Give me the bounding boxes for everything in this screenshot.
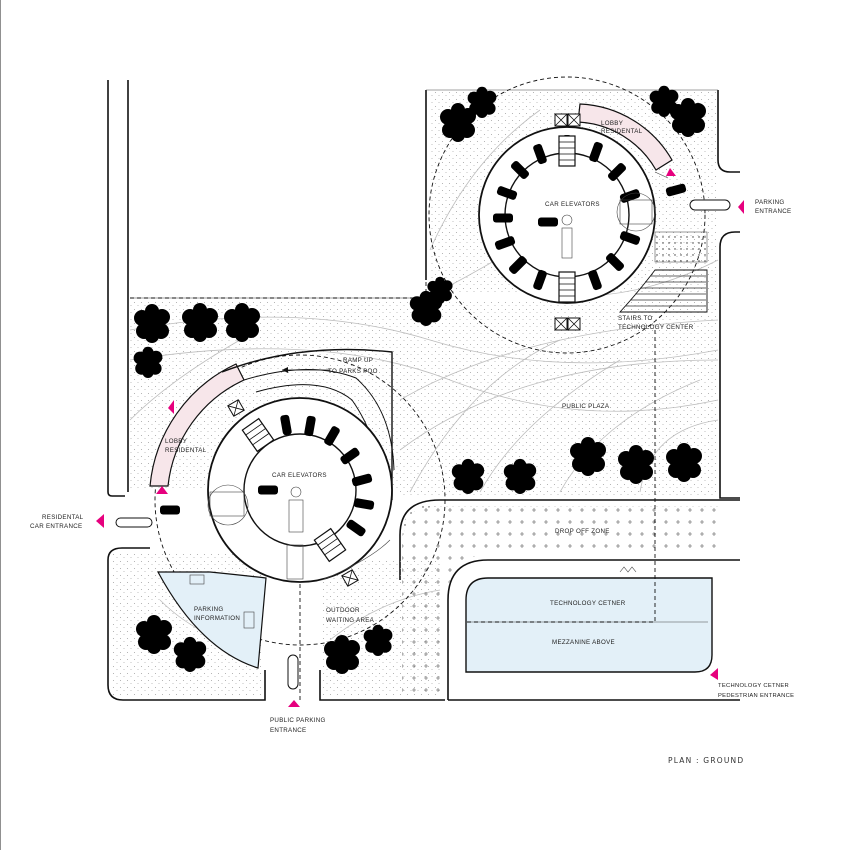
svg-text:CAR ENTRANCE: CAR ENTRANCE <box>30 523 82 530</box>
lobby-label: LOBBY <box>165 438 187 445</box>
ne-parking-tower <box>428 76 731 354</box>
public-plaza-label: PUBLIC PLAZA <box>562 403 610 410</box>
car-elevators-label: CAR ELEVATORS <box>545 201 600 208</box>
outdoor-waiting-label: OUTDOOR <box>326 607 360 614</box>
svg-text:ENTRANCE: ENTRANCE <box>270 727 306 734</box>
plan-labels: LOBBY RESIDENTAL CAR ELEVATORS PARKING E… <box>30 120 794 765</box>
technology-center <box>465 566 713 673</box>
drop-off-zone <box>400 503 718 696</box>
svg-text:TECHNOLOGY CENTER: TECHNOLOGY CENTER <box>618 324 694 331</box>
svg-text:RESIDENTAL: RESIDENTAL <box>601 128 643 135</box>
entrance-markers <box>96 168 744 707</box>
svg-text:INFORMATION: INFORMATION <box>194 615 240 622</box>
svg-text:ENTRANCE: ENTRANCE <box>755 208 791 215</box>
parking-information-label: PARKING <box>194 606 224 613</box>
drop-off-zone-label: DROP OFF ZONE <box>555 528 610 535</box>
elevator-x-icon <box>554 317 568 331</box>
svg-text:WAITING AREA: WAITING AREA <box>326 617 375 624</box>
stairs <box>618 231 708 313</box>
mezzanine-label: MEZZANINE ABOVE <box>552 639 615 646</box>
svg-text:RESIDENTAL: RESIDENTAL <box>165 447 207 454</box>
lobby-label: LOBBY <box>601 120 623 127</box>
sw-parking-tower <box>115 348 446 690</box>
car-elevators-label: CAR ELEVATORS <box>272 472 327 479</box>
plan-title: PLAN : GROUND <box>668 756 744 765</box>
parking-information-room <box>156 571 267 669</box>
parking-entrance-label: PARKING <box>755 199 785 206</box>
technology-center-label: TECHNOLOGY CETNER <box>550 600 626 607</box>
svg-text:TO PARKS POO: TO PARKS POO <box>328 368 378 375</box>
ramp-label: RAMP UP <box>343 357 373 364</box>
residential-car-entrance-label: RESIDENTAL <box>42 514 84 521</box>
svg-text:PEDESTRIAN ENTRANCE: PEDESTRIAN ENTRANCE <box>718 693 794 699</box>
stairs-label: STAIRS TO <box>618 315 653 322</box>
public-parking-entrance-label: PUBLIC PARKING <box>270 717 326 724</box>
tech-pedestrian-entrance-label: TECHNOLOGY CETNER <box>718 683 789 689</box>
pink-triangle-icon <box>666 168 676 176</box>
